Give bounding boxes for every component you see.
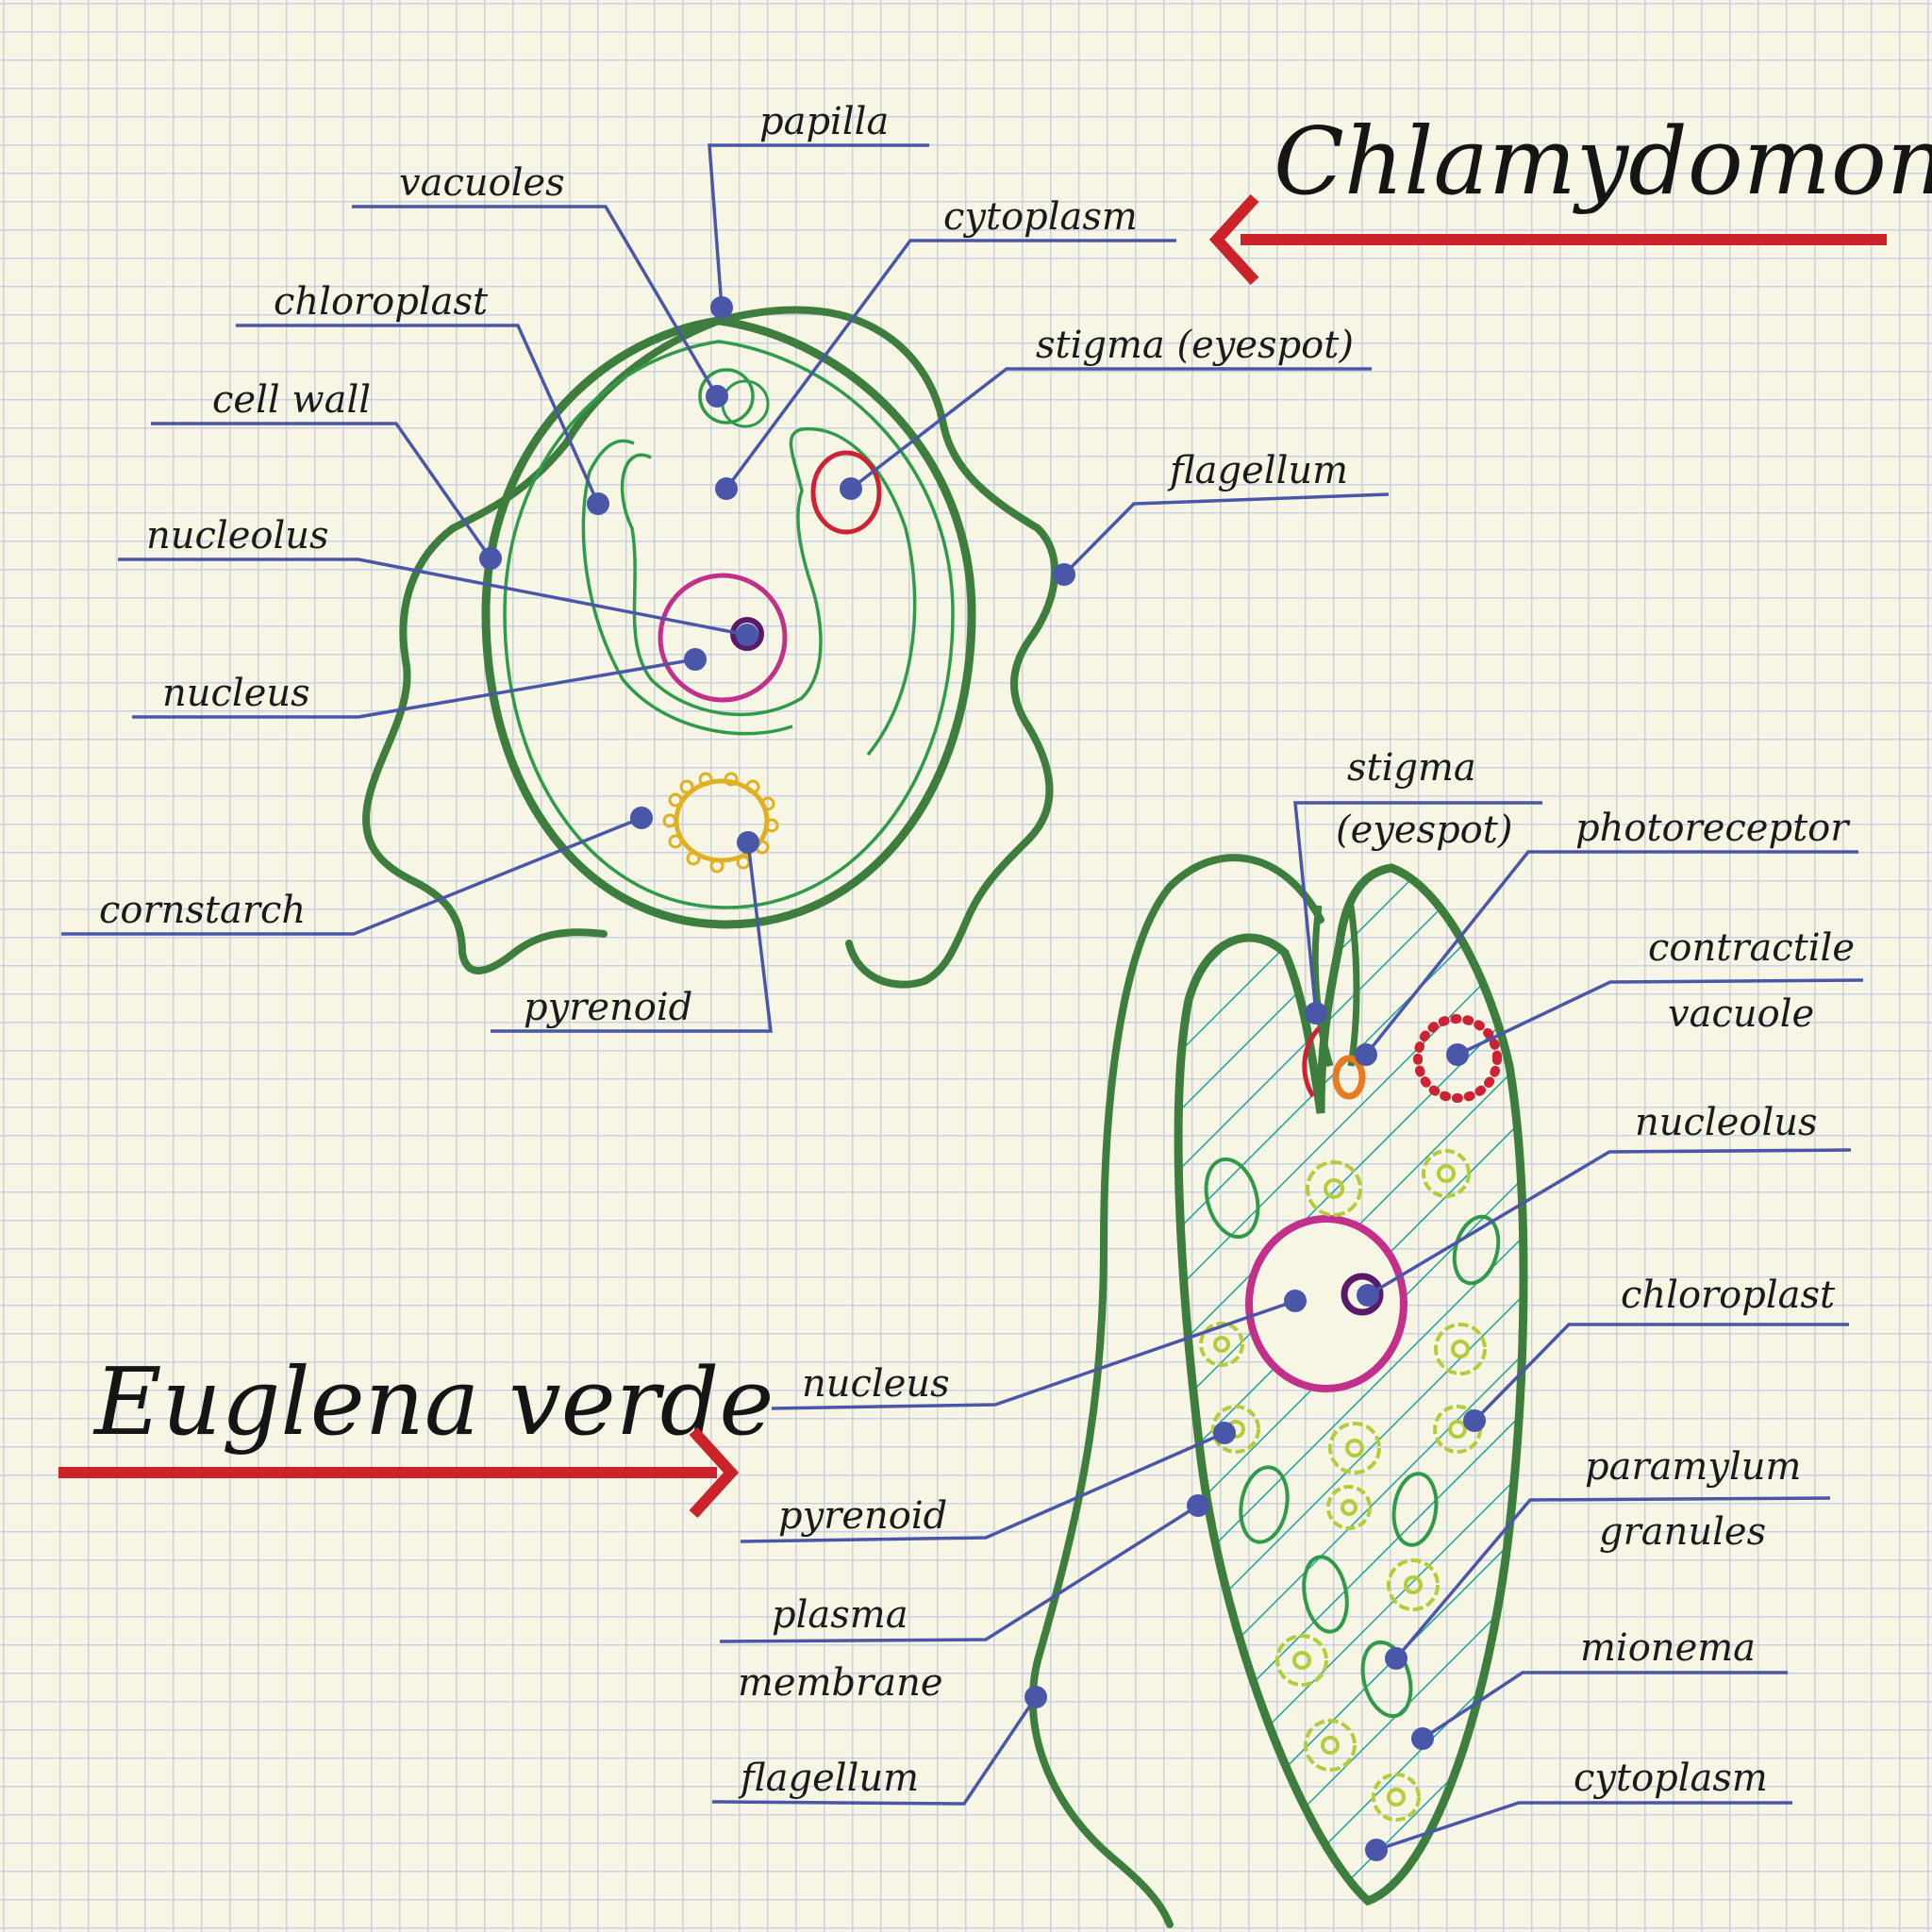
- label-cell-wall: cell wall: [212, 378, 371, 422]
- chlamy-vacuole-2: [721, 379, 770, 428]
- euglena-chloroplasts: [1204, 1157, 1501, 1719]
- euglena-cell: [1028, 854, 1528, 1928]
- chlamy-chloroplast: [620, 427, 917, 757]
- label-photoreceptor: photoreceptor: [1575, 807, 1851, 850]
- euglena-leaders: [711, 801, 1864, 1852]
- label-flagellum-chlamy: flagellum: [1167, 449, 1348, 492]
- euglena-nucleolus: [1341, 1273, 1384, 1316]
- label-papilla: papilla: [759, 100, 889, 143]
- euglena-flagellum: [1028, 854, 1324, 1928]
- label-stigma-chlamy: stigma (eyespot): [1036, 324, 1354, 367]
- title-euglena: Euglena verde: [92, 1349, 774, 1457]
- label-chloroplast-euglena: chloroplast: [1621, 1274, 1836, 1317]
- label-paramylum-2: granules: [1599, 1510, 1766, 1554]
- euglena-reservoir: [1311, 905, 1360, 1068]
- label-contractile-1: contractile: [1648, 926, 1855, 970]
- label-cytoplasm-chlamy: cytoplasm: [943, 195, 1138, 239]
- arrow-euglena: [58, 1426, 740, 1519]
- chlamy-cell-wall-right: [715, 306, 1059, 989]
- title-chlamydomonas: Chlamydomonas: [1274, 108, 1932, 216]
- euglena-nucleus: [1245, 1215, 1407, 1392]
- label-nucleus-euglena: nucleus: [802, 1362, 950, 1406]
- chlamy-nucleolus: [730, 617, 764, 651]
- euglena-contractile-vacuole: [1413, 1014, 1502, 1103]
- label-vacuoles: vacuoles: [399, 161, 565, 205]
- chlamy-nucleus: [658, 573, 788, 703]
- label-paramylum-1: paramylum: [1585, 1445, 1801, 1489]
- label-stigma-euglena-2: (eyespot): [1336, 808, 1512, 852]
- chlamy-leaders: [61, 143, 1390, 1033]
- label-cytoplasm-euglena: cytoplasm: [1574, 1757, 1768, 1800]
- label-nucleolus-euglena: nucleolus: [1635, 1101, 1818, 1144]
- chlamy-leader-dots: [479, 296, 1075, 854]
- label-pyrenoid-chlamy: pyrenoid: [524, 986, 692, 1029]
- euglena-photoreceptor: [1332, 1055, 1366, 1100]
- arrow-chlamydomonas: [1208, 193, 1887, 286]
- label-nucleolus-chlamy: nucleolus: [146, 514, 329, 558]
- chlamy-starch-grains: [662, 772, 779, 874]
- label-plasma-1: plasma: [772, 1593, 908, 1637]
- euglena-stigma: [1302, 1026, 1321, 1098]
- label-pyrenoid-euglena: pyrenoid: [778, 1494, 947, 1538]
- label-contractile-2: vacuole: [1668, 992, 1814, 1036]
- label-cornstarch: cornstarch: [99, 889, 306, 932]
- label-nucleus-chlamy: nucleus: [162, 672, 310, 715]
- label-stigma-euglena-1: stigma: [1347, 746, 1476, 790]
- chlamy-vacuole-1: [698, 368, 755, 425]
- chlamy-inner-membrane: [503, 340, 955, 909]
- label-flagellum-euglena: flagellum: [738, 1757, 919, 1800]
- euglena-leader-dots: [1024, 1002, 1486, 1861]
- label-plasma-2: membrane: [738, 1661, 943, 1705]
- chlamydomonas-cell: [362, 306, 1059, 989]
- euglena-body-outline: [1174, 863, 1528, 1907]
- label-mionema: mionema: [1580, 1626, 1756, 1670]
- chlamy-chloroplast-left-lobe: [581, 439, 793, 736]
- chlamy-outer-membrane: [481, 316, 976, 929]
- label-chloroplast-chlamy: chloroplast: [274, 280, 489, 324]
- chlamy-stigma: [810, 450, 882, 535]
- chlamy-cell-wall: [362, 317, 723, 974]
